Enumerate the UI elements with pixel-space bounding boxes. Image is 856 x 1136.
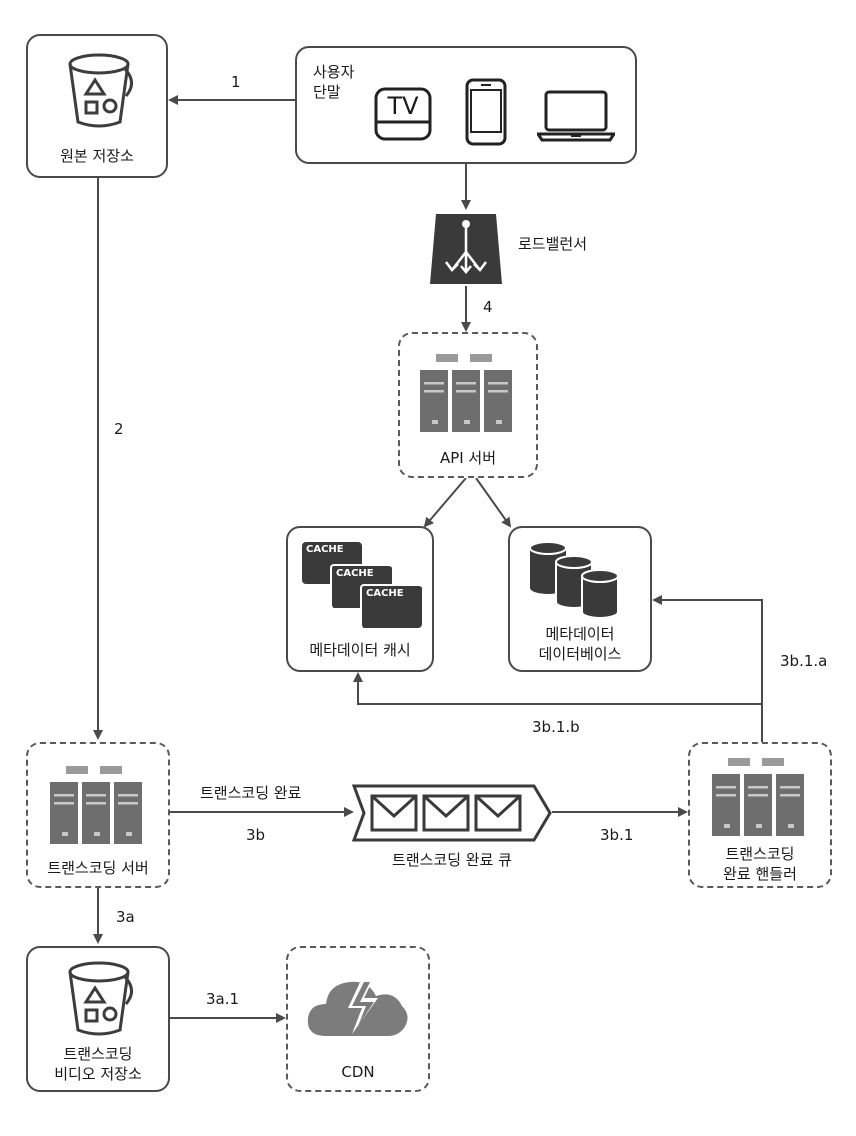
bucket-icon <box>68 53 133 128</box>
edge-3b1a-line <box>652 595 763 742</box>
edge-api-cache-line <box>423 477 467 528</box>
edge-label-3b-top: 트랜스코딩 완료 <box>200 784 302 802</box>
client-devices-node: 사용자 단말 TV <box>295 46 637 164</box>
edge-label-3a1: 3a.1 <box>206 990 240 1008</box>
original-storage-node: 원본 저장소 <box>26 34 168 178</box>
transcoding-server-node: 트랜스코딩 서버 <box>26 742 170 888</box>
bucket-icon <box>68 961 133 1036</box>
edge-label-3b: 3b <box>246 826 266 844</box>
edge-api-db-line <box>475 477 512 528</box>
edge-label-3b1a: 3b.1.a <box>780 652 828 670</box>
metadata-db-node: 메타데이터 데이터베이스 <box>508 526 652 672</box>
cache-tag-2: CACHE <box>336 568 374 579</box>
edge-label-3b1: 3b.1 <box>600 826 634 844</box>
completion-handler-node: 트랜스코딩 완료 핸들러 <box>688 742 832 888</box>
edge-label-4: 4 <box>483 298 493 316</box>
client-label-line1: 사용자 <box>313 63 355 81</box>
cdn-node: CDN <box>286 946 430 1092</box>
server-rack-icon <box>420 354 512 432</box>
edge-label-2: 2 <box>114 420 124 438</box>
edge-label-3b1b: 3b.1.b <box>532 718 580 736</box>
client-label-line2: 단말 <box>313 83 341 101</box>
edge-label-3a: 3a <box>116 908 135 926</box>
metadata-db-label-line2: 데이터베이스 <box>538 645 622 663</box>
load-balancer-label: 로드밸런서 <box>518 235 588 253</box>
transcoded-storage-label-line2: 비디오 저장소 <box>54 1065 142 1083</box>
metadata-cache-label: 메타데이터 캐시 <box>309 641 411 659</box>
laptop-icon <box>537 90 615 142</box>
load-balancer-icon <box>430 214 502 284</box>
completion-queue-label: 트랜스코딩 완료 큐 <box>392 851 512 869</box>
api-server-node: API 서버 <box>398 332 538 478</box>
smartphone-icon <box>465 78 507 146</box>
cache-stack-icon: CACHE CACHE CACHE <box>302 542 422 628</box>
completion-handler-label-line1: 트랜스코딩 <box>725 845 795 863</box>
cache-tag-3: CACHE <box>366 588 404 599</box>
transcoding-server-label: 트랜스코딩 서버 <box>47 859 149 877</box>
edge-3b1b-line <box>353 672 762 705</box>
metadata-cache-node: CACHE CACHE CACHE 메타데이터 캐시 <box>286 526 434 672</box>
server-rack-icon <box>50 766 142 844</box>
metadata-db-label-line1: 메타데이터 <box>545 625 615 643</box>
completion-queue-icon <box>352 784 552 842</box>
api-server-label: API 서버 <box>439 449 497 467</box>
database-cylinders-icon <box>529 541 619 619</box>
cdn-label: CDN <box>341 1063 375 1081</box>
tv-icon: TV <box>373 86 433 142</box>
completion-handler-label-line2: 완료 핸들러 <box>723 865 797 883</box>
tv-text: TV <box>387 92 419 120</box>
transcoded-storage-label-line1: 트랜스코딩 <box>63 1045 133 1063</box>
cache-tag-1: CACHE <box>306 544 344 555</box>
edge-label-1: 1 <box>231 73 241 91</box>
transcoded-storage-node: 트랜스코딩 비디오 저장소 <box>26 946 170 1092</box>
original-storage-label: 원본 저장소 <box>60 147 134 165</box>
cloud-lightning-icon <box>307 978 408 1036</box>
server-rack-icon <box>712 758 804 836</box>
